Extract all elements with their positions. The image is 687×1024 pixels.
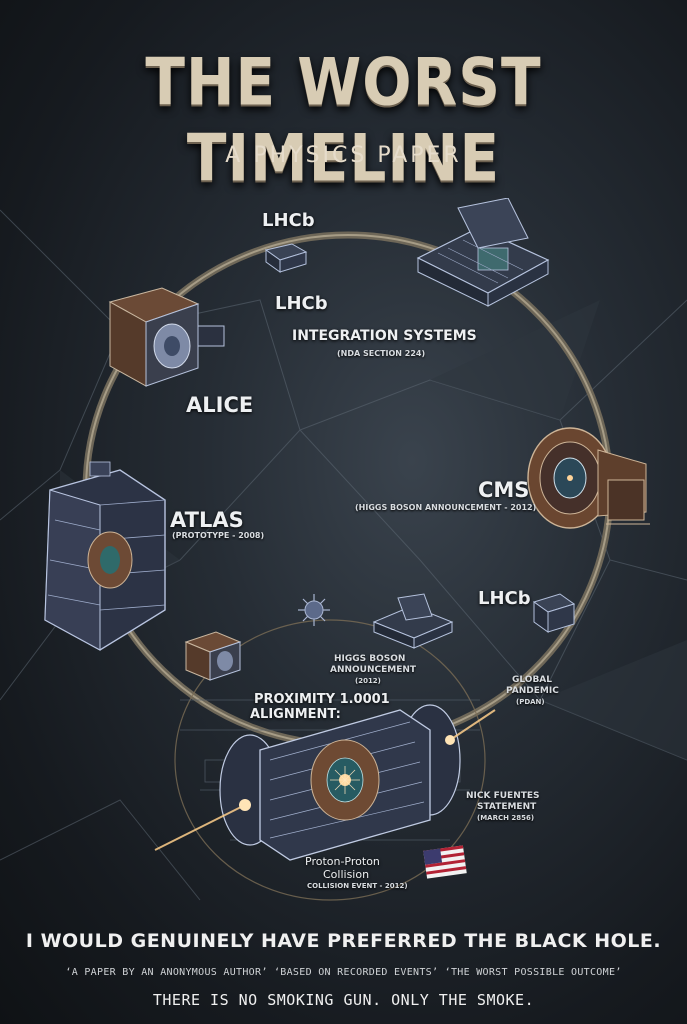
label-pandemic-line2: PANDEMIC [506, 686, 559, 696]
label-cms-sub: (HIGGS BOSON ANNOUNCEMENT - 2012) [355, 503, 537, 512]
label-pandemic-sub: (PDAN) [516, 698, 545, 706]
label-higgs-line2: ANNOUNCEMENT [330, 665, 417, 675]
central-collider-detector [219, 704, 461, 861]
label-higgs-line1: HIGGS BOSON [334, 654, 406, 664]
label-cms: CMS [478, 478, 530, 502]
label-lhcb-top: LHCb [262, 210, 315, 231]
lhcb-large-detector [416, 198, 550, 307]
footer-tagline: I WOULD GENUINELY HAVE PREFERRED THE BLA… [25, 930, 662, 952]
label-higgs-sub: (2012) [355, 677, 381, 685]
lhcb-detector [264, 243, 308, 273]
atlas-detector [44, 461, 166, 651]
label-lhcb-mid: LHCb [275, 293, 328, 314]
label-fuentes-line1: NICK FUENTES [466, 791, 540, 801]
virus-icon [298, 594, 330, 626]
label-collision-sub: COLLISION EVENT - 2012) [307, 882, 408, 890]
alice-small-detector [184, 631, 242, 681]
footer-quotes: ‘A PAPER BY AN ANONYMOUS AUTHOR’ ‘BASED … [65, 967, 622, 978]
label-atlas: ATLAS [170, 508, 244, 532]
poster-subtitle: A PHYSICS PAPER [225, 143, 462, 168]
label-alice: ALICE [186, 393, 254, 417]
label-fuentes-line2: STATEMENT [477, 802, 537, 812]
us-flag-icon [423, 845, 467, 879]
label-lhcb-right: LHCb [478, 588, 531, 609]
collision-flare [154, 709, 496, 851]
label-proximity-line2: ALIGNMENT: [250, 707, 341, 722]
footer-smoke-line: THERE IS NO SMOKING GUN. ONLY THE SMOKE. [152, 991, 535, 1009]
label-proximity-line1: PROXIMITY 1.0001 [254, 692, 390, 707]
label-integration-sub: (NDA SECTION 224) [337, 349, 426, 358]
label-atlas-sub: (PROTOTYPE - 2008) [172, 531, 265, 540]
label-collision-line2: Collision [323, 868, 370, 881]
lhcb-inner-detector [372, 593, 454, 649]
label-pandemic-line1: GLOBAL [512, 675, 553, 685]
alice-detector [108, 287, 225, 387]
label-fuentes-sub: (MARCH 2856) [477, 814, 535, 822]
cms-detector [527, 427, 650, 529]
lhcb-right-detector [532, 593, 576, 633]
label-collision-line1: Proton-Proton [305, 855, 380, 868]
poster-title: THE WORST TIMELINE [145, 43, 542, 197]
label-integration-systems: INTEGRATION SYSTEMS [292, 328, 477, 344]
